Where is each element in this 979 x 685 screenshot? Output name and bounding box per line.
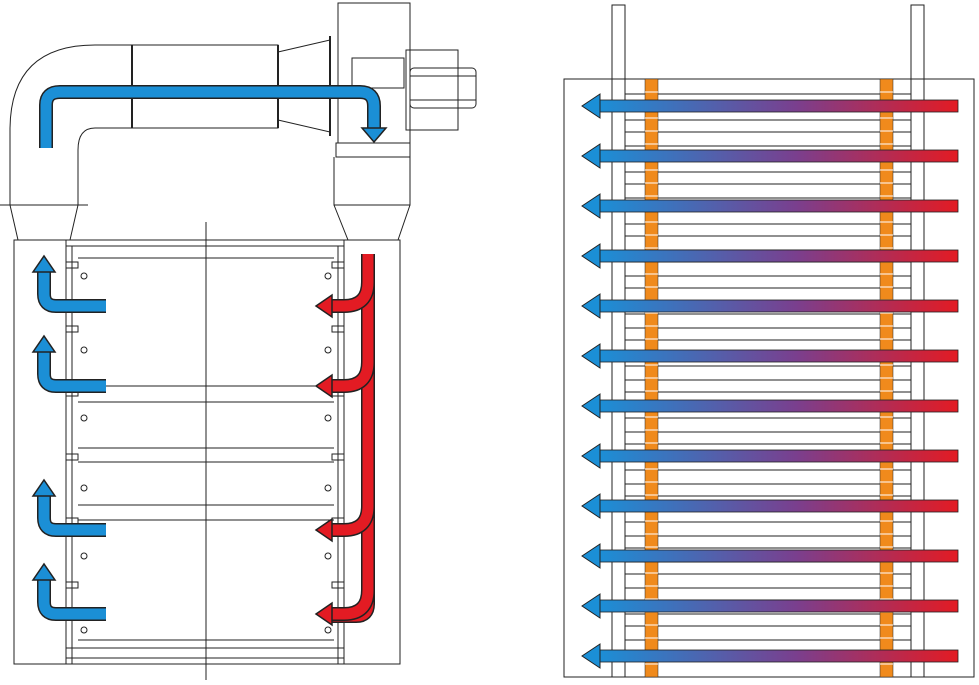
hot-branch <box>330 281 374 312</box>
flow-arrow-shaft <box>597 599 959 613</box>
right-post <box>910 4 925 678</box>
heat-flow-arrows <box>581 93 959 669</box>
left-post <box>611 4 626 678</box>
slat <box>624 613 912 627</box>
bolt-left <box>80 626 88 634</box>
slat <box>624 275 912 289</box>
slat <box>624 119 912 133</box>
bolt-right <box>324 272 332 280</box>
flow-arrow-shaft <box>597 549 959 563</box>
bolt-left <box>80 346 88 354</box>
flow-arrow-shaft <box>597 249 959 263</box>
tray-bracket-left <box>65 325 79 333</box>
tray-bracket-right <box>331 453 345 461</box>
flow-arrow-shaft <box>597 99 959 113</box>
slat <box>624 587 912 601</box>
flow-arrow-shaft <box>597 499 959 513</box>
tray-bracket-left <box>65 261 79 269</box>
slat <box>624 561 912 575</box>
cool-return <box>38 494 106 536</box>
cool-arrow-head <box>31 562 57 581</box>
flow-arrow-head <box>581 443 601 469</box>
return-air-duct <box>9 44 279 205</box>
bolt-right <box>324 626 332 634</box>
slat <box>624 535 912 549</box>
hot-arrow-head <box>314 517 333 543</box>
hot-branch <box>330 361 374 392</box>
flow-arrow-head <box>581 243 601 269</box>
tray-bracket-left <box>65 581 79 589</box>
tray-bracket-right <box>331 325 345 333</box>
duct-airflow-arrow <box>39 85 381 148</box>
hot-branch <box>330 589 374 620</box>
bolt-right <box>324 552 332 560</box>
slat <box>624 171 912 185</box>
flow-arrow-head <box>581 193 601 219</box>
flow-arrow-head <box>581 93 601 119</box>
flow-arrow-head <box>581 143 601 169</box>
tray-slats <box>624 93 912 653</box>
cool-return <box>38 270 106 312</box>
hot-arrow-head <box>314 373 333 399</box>
tray-bracket-right <box>331 581 345 589</box>
cool-return <box>38 578 106 620</box>
cool-arrow-head <box>31 254 57 273</box>
flow-arrow-shaft <box>597 349 959 363</box>
cool-arrow-head <box>31 334 57 353</box>
hot-air-branches <box>314 281 375 627</box>
flow-arrow-head <box>581 543 601 569</box>
cool-air-returns <box>31 254 106 621</box>
slat <box>624 483 912 497</box>
flow-arrow-shaft <box>597 299 959 313</box>
flow-arrow-head <box>581 593 601 619</box>
fan-motor <box>405 49 459 131</box>
slat <box>624 223 912 237</box>
bolt-right <box>324 484 332 492</box>
orange-support-rails <box>644 78 894 678</box>
flow-arrow-head <box>581 493 601 519</box>
flow-arrow-head <box>581 343 601 369</box>
flow-arrow-shaft <box>597 149 959 163</box>
flow-arrow-shaft <box>597 449 959 463</box>
tray-set <box>65 257 345 641</box>
bolt-right <box>324 346 332 354</box>
hot-arrow-head <box>314 601 333 627</box>
flow-arrow-shaft <box>597 649 959 663</box>
bolt-left <box>80 272 88 280</box>
tray-bracket-right <box>331 261 345 269</box>
frame-outline <box>563 78 975 678</box>
left-airflow-arrows <box>39 85 388 623</box>
flow-arrow-shaft <box>597 199 959 213</box>
left-oven-elevation <box>0 2 477 680</box>
bolt-left <box>80 484 88 492</box>
cool-return <box>38 350 106 392</box>
slat <box>624 431 912 445</box>
bolt-left <box>80 414 88 422</box>
bolt-left <box>80 552 88 560</box>
tray-bracket-left <box>65 453 79 461</box>
flow-arrow-head <box>581 393 601 419</box>
bolt-right <box>324 414 332 422</box>
hot-arrow-head <box>314 293 333 319</box>
flow-arrow-head <box>581 643 601 669</box>
flow-arrow-shaft <box>597 399 959 413</box>
slat <box>624 327 912 341</box>
slat <box>624 379 912 393</box>
flow-arrow-head <box>581 293 601 319</box>
cool-arrow-head <box>31 478 57 497</box>
hot-branch <box>330 505 374 536</box>
